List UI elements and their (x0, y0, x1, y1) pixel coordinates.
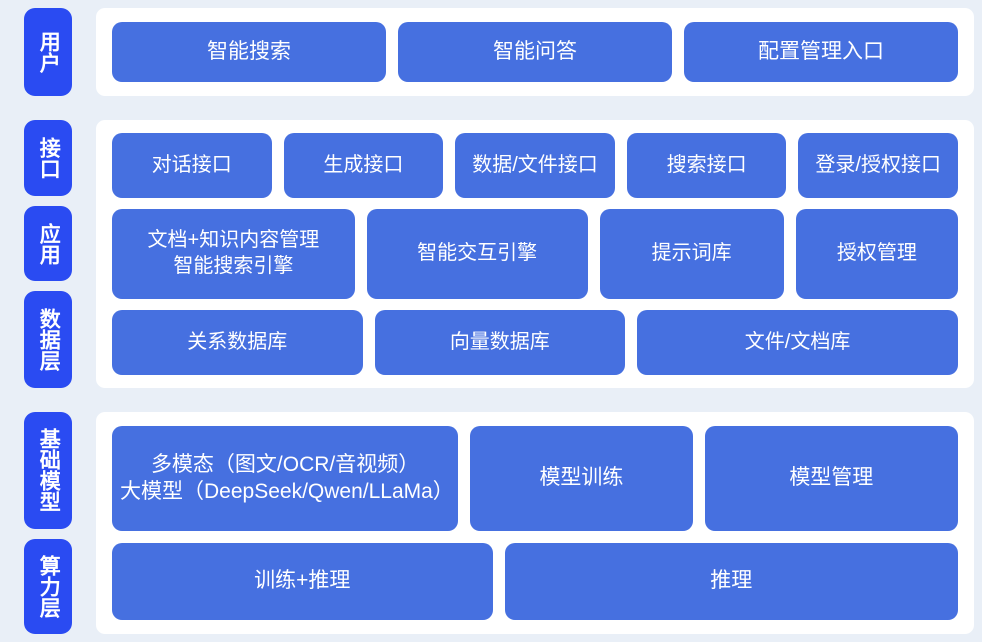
card-inference[interactable]: 推理 (504, 542, 958, 620)
rail-infra: 基础模型 算力层 (0, 404, 96, 642)
card-dialog-api[interactable]: 对话接口 (112, 133, 272, 198)
rail-core: 接口 应用 数据层 (0, 112, 96, 396)
row-application: 文档+知识内容管理 智能搜索引擎 智能交互引擎 提示词库 授权管理 (112, 208, 958, 300)
card-authorization-management[interactable]: 授权管理 (795, 208, 958, 300)
card-model-training[interactable]: 模型训练 (470, 426, 693, 531)
band-core: 接口 应用 数据层 对话接口 生成接口 数据/文件接口 搜索接口 登录/授权接口… (0, 112, 982, 396)
card-training-inference[interactable]: 训练+推理 (112, 542, 493, 620)
card-smart-search[interactable]: 智能搜索 (112, 22, 386, 82)
card-model-management[interactable]: 模型管理 (704, 426, 958, 531)
panel-core: 对话接口 生成接口 数据/文件接口 搜索接口 登录/授权接口 文档+知识内容管理… (96, 120, 974, 388)
rail-label-application[interactable]: 应用 (24, 205, 72, 282)
band-user: 用户 智能搜索 智能问答 配置管理入口 (0, 0, 982, 104)
card-vector-database[interactable]: 向量数据库 (374, 310, 626, 375)
panel-user: 智能搜索 智能问答 配置管理入口 (96, 8, 974, 96)
card-generation-api[interactable]: 生成接口 (283, 133, 444, 198)
row-data: 关系数据库 向量数据库 文件/文档库 (112, 310, 958, 375)
card-config-management-entry[interactable]: 配置管理入口 (684, 22, 958, 82)
rail-label-foundation-model[interactable]: 基础模型 (24, 412, 72, 529)
rail-label-data-layer[interactable]: 数据层 (24, 291, 72, 389)
card-file-document-repository[interactable]: 文件/文档库 (637, 310, 958, 375)
row-user-entry: 智能搜索 智能问答 配置管理入口 (112, 22, 958, 82)
band-infra: 基础模型 算力层 多模态（图文/OCR/音视频） 大模型（DeepSeek/Qw… (0, 404, 982, 642)
card-smart-qa[interactable]: 智能问答 (398, 22, 672, 82)
row-compute: 训练+推理 推理 (112, 542, 958, 620)
card-data-file-api[interactable]: 数据/文件接口 (455, 133, 615, 198)
card-login-auth-api[interactable]: 登录/授权接口 (798, 133, 958, 198)
rail-label-user[interactable]: 用户 (24, 8, 72, 96)
card-multimodal-large-model[interactable]: 多模态（图文/OCR/音视频） 大模型（DeepSeek/Qwen/LLaMa） (112, 426, 459, 531)
card-relational-database[interactable]: 关系数据库 (112, 310, 363, 375)
card-prompt-library[interactable]: 提示词库 (599, 208, 784, 300)
rail-label-compute-layer[interactable]: 算力层 (24, 538, 72, 634)
panel-infra: 多模态（图文/OCR/音视频） 大模型（DeepSeek/Qwen/LLaMa）… (96, 412, 974, 634)
row-model: 多模态（图文/OCR/音视频） 大模型（DeepSeek/Qwen/LLaMa）… (112, 426, 958, 531)
card-smart-interaction-engine[interactable]: 智能交互引擎 (366, 208, 588, 300)
rail-user: 用户 (0, 0, 96, 104)
card-document-knowledge-management[interactable]: 文档+知识内容管理 智能搜索引擎 (112, 208, 355, 300)
card-search-api[interactable]: 搜索接口 (626, 133, 787, 198)
rail-label-interface[interactable]: 接口 (24, 120, 72, 196)
row-interface: 对话接口 生成接口 数据/文件接口 搜索接口 登录/授权接口 (112, 133, 958, 198)
